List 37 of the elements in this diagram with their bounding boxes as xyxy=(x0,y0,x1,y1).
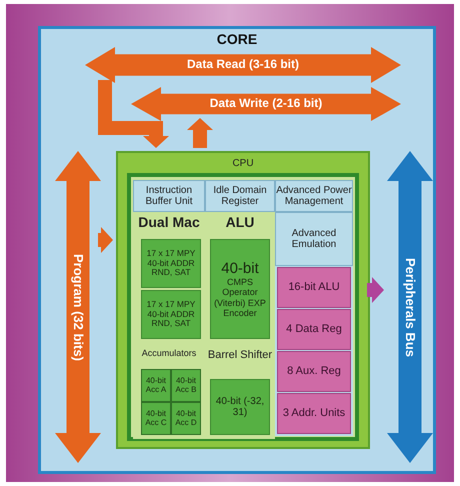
core-panel xyxy=(38,26,436,474)
bus-band xyxy=(85,47,401,83)
cpu-block xyxy=(116,151,370,449)
unit-block: 40-bit (-32, 31) xyxy=(210,379,270,435)
bus-band xyxy=(387,151,433,463)
panel-heading: ALU xyxy=(224,215,256,230)
bus-band xyxy=(131,87,401,121)
accumulator-cell: 40-bit Acc C xyxy=(141,402,171,435)
panel-heading: Dual Mac xyxy=(137,215,201,230)
arrow xyxy=(187,118,213,148)
register-block: 3 Addr. Units xyxy=(277,393,351,434)
unit-cell: Instruction Buffer Unit xyxy=(133,180,205,212)
cpu-title: CPU xyxy=(231,158,255,169)
accumulator-cell: 40-bit Acc A xyxy=(141,369,171,402)
unit-cell: Advanced Power Management xyxy=(275,180,353,212)
panel-heading: Barrel Shifter xyxy=(206,349,274,362)
unit-block: 17 x 17 MPY 40-bit ADDR RND, SAT xyxy=(141,239,201,288)
unit-description: CMPS Operator (Viterbi) EXP Encoder xyxy=(213,276,267,318)
core-title: CORE xyxy=(216,32,258,48)
bus-band xyxy=(55,151,101,463)
accumulator-cell: 40-bit Acc B xyxy=(171,369,201,402)
register-block: 4 Data Reg xyxy=(277,309,351,350)
unit-block: 17 x 17 MPY 40-bit ADDR RND, SAT xyxy=(141,290,201,339)
accumulator-cell: 40-bit Acc D xyxy=(171,402,201,435)
arrow xyxy=(367,277,384,303)
unit-block xyxy=(210,239,270,339)
arrow xyxy=(98,227,113,253)
register-block: 16-bit ALU xyxy=(277,267,351,308)
unit-heading: 40-bit xyxy=(221,260,259,277)
bus-label: Peripherals Bus xyxy=(402,256,420,358)
register-block: 8 Aux. Reg xyxy=(277,351,351,392)
bus-label: Program (32 bits) xyxy=(70,252,88,362)
unit-cell: Advanced Emulation xyxy=(275,212,353,266)
bus-label: Data Read (3-16 bit) xyxy=(186,58,300,72)
unit-cell: Idle Domain Register xyxy=(205,180,275,212)
panel-heading: Accumulators xyxy=(140,349,198,359)
bus-label: Data Write (2-16 bit) xyxy=(208,97,324,110)
